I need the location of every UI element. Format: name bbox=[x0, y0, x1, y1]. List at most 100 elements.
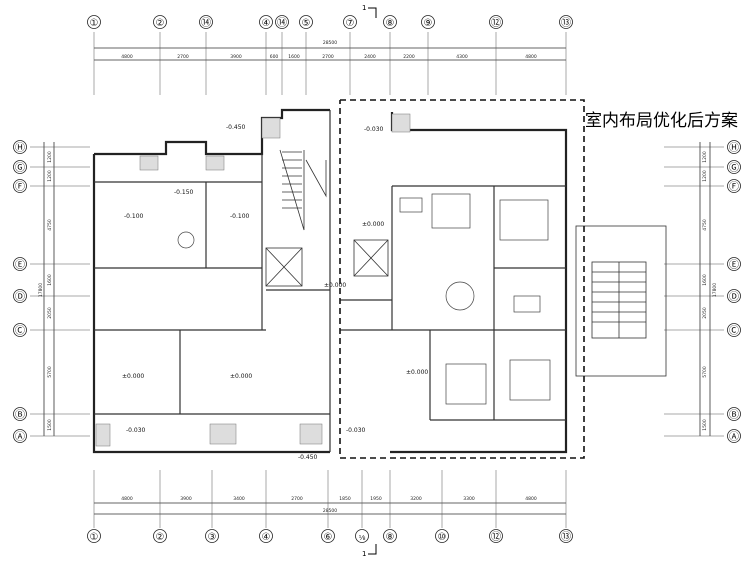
axis-top-6: ⑤ bbox=[302, 18, 311, 29]
axis-right-h: Ⓗ bbox=[729, 142, 739, 154]
axis-right-b: Ⓑ bbox=[729, 409, 739, 421]
top-dim-8: 2200 bbox=[403, 54, 415, 60]
bottom-dim-8: 3300 bbox=[463, 496, 475, 502]
bottom-dim-4: 2700 bbox=[291, 496, 303, 502]
interior-walls bbox=[94, 110, 566, 452]
bottom-overall-dim: 28500 bbox=[323, 508, 337, 514]
external-stair bbox=[575, 225, 667, 377]
axis-bottom-3: ③ bbox=[208, 532, 217, 543]
bottom-dim-9: 4800 bbox=[525, 496, 537, 502]
top-dim-4: 600 bbox=[270, 54, 279, 60]
right-dim-4: 1600 bbox=[702, 274, 708, 286]
left-dim-1: 1200 bbox=[47, 151, 53, 163]
axis-bottom-8: ⑩ bbox=[438, 532, 447, 543]
bed-master bbox=[499, 199, 549, 241]
right-dim-1: 1200 bbox=[702, 151, 708, 163]
right-dim-2: 1200 bbox=[702, 170, 708, 182]
axis-top-3: ⑭ bbox=[201, 17, 211, 29]
axis-left-b: Ⓑ bbox=[15, 409, 25, 421]
bath-tub bbox=[513, 295, 541, 313]
top-dim-10: 4800 bbox=[525, 54, 537, 60]
left-dim-2: 1200 bbox=[47, 170, 53, 182]
kitchen-counter bbox=[399, 197, 423, 213]
axis-top-11: ⑬ bbox=[561, 17, 571, 29]
bottom-dim-3: 3400 bbox=[233, 496, 245, 502]
axis-left-g: Ⓖ bbox=[15, 162, 25, 174]
axis-right-d: Ⓓ bbox=[729, 291, 739, 303]
bottom-dim-1: 4800 bbox=[121, 496, 133, 502]
axis-left-e: Ⓔ bbox=[15, 259, 25, 271]
axis-top-1: ① bbox=[90, 18, 99, 29]
left-dim-5: 2050 bbox=[47, 307, 53, 319]
axis-top-2: ② bbox=[156, 18, 165, 29]
section-mark-bottom: 1 bbox=[362, 550, 366, 558]
dining-table bbox=[445, 281, 475, 311]
level-13: -0.450 bbox=[298, 454, 318, 461]
left-dim-7: 1500 bbox=[47, 419, 53, 431]
axis-right-f: Ⓕ bbox=[729, 181, 739, 193]
stair-flight bbox=[279, 149, 327, 231]
section-mark-top: 1 bbox=[362, 4, 366, 12]
axis-bottom-1: ① bbox=[90, 532, 99, 543]
right-total-dim: 17800 bbox=[712, 283, 718, 297]
axis-right-e: Ⓔ bbox=[729, 259, 739, 271]
left-dim-4: 1600 bbox=[47, 274, 53, 286]
axis-top-4: ④ bbox=[262, 18, 271, 29]
level-1: -0.450 bbox=[226, 124, 246, 131]
level-12: -0.030 bbox=[346, 427, 366, 434]
fountain bbox=[177, 231, 195, 249]
axis-bottom-6: ⅟₈ bbox=[359, 534, 366, 542]
axis-bottom-5: ⑥ bbox=[324, 532, 333, 543]
level-5: -0.100 bbox=[230, 213, 250, 220]
axis-bottom-7: ⑧ bbox=[386, 532, 395, 543]
axis-bottom-2: ② bbox=[156, 532, 165, 543]
axis-bottom-9: ⑫ bbox=[491, 531, 501, 543]
axis-top-5: ⑭ bbox=[277, 17, 287, 29]
top-dim-3: 3900 bbox=[230, 54, 242, 60]
axis-right-c: Ⓒ bbox=[729, 325, 739, 337]
planters bbox=[95, 113, 411, 447]
left-total-dim: 17800 bbox=[38, 283, 44, 297]
left-dim-3: 4750 bbox=[47, 219, 53, 231]
level-9: ±0.000 bbox=[230, 373, 252, 380]
axis-left-h: Ⓗ bbox=[15, 142, 25, 154]
bottom-dim-7: 3200 bbox=[410, 496, 422, 502]
level-2: -0.030 bbox=[364, 126, 384, 133]
top-dim-7: 2400 bbox=[364, 54, 376, 60]
bottom-dim-6: 1950 bbox=[370, 496, 382, 502]
axis-bottom-4: ④ bbox=[262, 532, 271, 543]
bottom-dim-5: 1850 bbox=[339, 496, 351, 502]
top-overall-dim: 28500 bbox=[323, 40, 337, 46]
axis-right-a: Ⓐ bbox=[729, 431, 739, 443]
top-dim-9: 4300 bbox=[456, 54, 468, 60]
level-4: -0.100 bbox=[124, 213, 144, 220]
right-dim-7: 1500 bbox=[702, 419, 708, 431]
elevator-right bbox=[353, 239, 389, 277]
right-dim-3: 4750 bbox=[702, 219, 708, 231]
bed-2 bbox=[509, 359, 551, 401]
level-11: -0.030 bbox=[126, 427, 146, 434]
axis-right-g: Ⓖ bbox=[729, 162, 739, 174]
level-6: ±0.000 bbox=[362, 221, 384, 228]
axis-left-d: Ⓓ bbox=[15, 291, 25, 303]
optimized-area-boundary bbox=[339, 99, 585, 459]
axis-bottom-10: ⑬ bbox=[561, 531, 571, 543]
top-dim-2: 2700 bbox=[177, 54, 189, 60]
level-7: ±0.000 bbox=[324, 282, 346, 289]
level-10: ±0.000 bbox=[406, 369, 428, 376]
top-dim-1: 4800 bbox=[121, 54, 133, 60]
axis-left-c: Ⓒ bbox=[15, 325, 25, 337]
level-8: ±0.000 bbox=[122, 373, 144, 380]
axis-top-10: ⑫ bbox=[491, 17, 501, 29]
level-3: -0.150 bbox=[174, 189, 194, 196]
left-dim-6: 5700 bbox=[47, 366, 53, 378]
bed-3 bbox=[445, 363, 487, 405]
sofa bbox=[431, 193, 471, 229]
top-dim-6: 2700 bbox=[322, 54, 334, 60]
right-dim-5: 2050 bbox=[702, 307, 708, 319]
right-dim-6: 5700 bbox=[702, 366, 708, 378]
optimized-layout-callout: 室内布局优化后方案 bbox=[585, 111, 738, 131]
axis-top-7: ⑦ bbox=[346, 18, 355, 29]
axis-top-9: ⑨ bbox=[424, 18, 433, 29]
